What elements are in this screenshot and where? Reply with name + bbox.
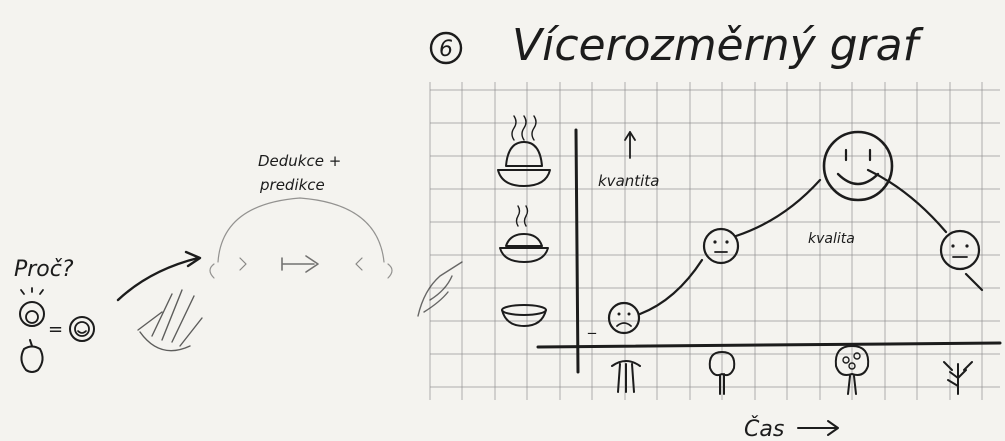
title-number: 6 xyxy=(439,37,453,62)
young-tree-icon xyxy=(708,351,736,395)
y-axis-label: kvantita xyxy=(598,172,659,190)
head-caption-line2: predikce xyxy=(259,176,325,194)
deduction-arrow xyxy=(281,255,319,273)
chart: kvantita _ xyxy=(497,115,1002,441)
head-ears xyxy=(209,263,393,279)
writing-hand-icon xyxy=(417,261,463,317)
neutral-face-icon xyxy=(702,227,740,265)
curve-label: kvalita xyxy=(808,231,855,247)
neutral-face-right-icon xyxy=(939,229,981,271)
quality-curve xyxy=(638,168,984,316)
y-axis xyxy=(574,128,580,374)
question-label: Proč? xyxy=(14,257,74,282)
hand-icon xyxy=(137,289,203,352)
sapling-icon xyxy=(611,360,641,393)
fruit-tree-icon xyxy=(834,345,870,395)
x-axis-label: Čas xyxy=(744,416,784,441)
full-bowl-icon xyxy=(497,115,551,187)
title-group: 6 Vícerozměrný graf xyxy=(429,20,925,71)
bare-tree-icon xyxy=(943,361,973,395)
diagram-title: Vícerozměrný graf xyxy=(512,20,925,71)
head-outline xyxy=(217,197,385,263)
happy-face-icon xyxy=(822,130,894,202)
graph-paper-grid xyxy=(429,82,1000,400)
apple-icon xyxy=(20,339,44,373)
equals-sign: = xyxy=(48,319,63,340)
left-section: Proč? = Dedukce + predikce xyxy=(14,152,463,373)
head-eye-marks xyxy=(239,257,363,271)
arrow-to-head xyxy=(116,256,200,302)
y-up-arrowhead xyxy=(624,131,636,141)
x-axis xyxy=(536,341,1002,349)
half-bowl-icon xyxy=(499,205,549,263)
title-number-circle xyxy=(429,31,463,65)
sad-face-icon xyxy=(607,301,641,335)
smiley-face-icon xyxy=(69,316,95,342)
surprised-face-icon xyxy=(19,287,45,327)
time-arrow xyxy=(797,420,839,436)
empty-bowl-icon xyxy=(501,304,547,327)
head-caption-line1: Dedukce + xyxy=(258,152,341,170)
minus-sign: _ xyxy=(587,315,597,335)
arrow-head xyxy=(184,250,202,268)
